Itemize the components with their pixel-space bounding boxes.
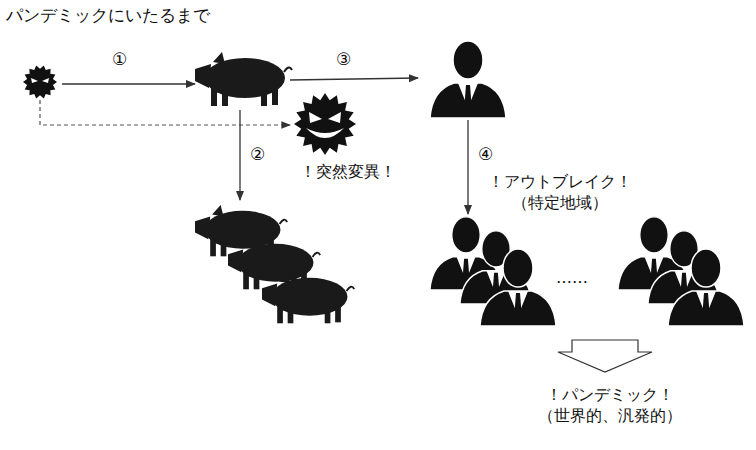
title: パンデミックにいたるまで [6,4,210,27]
pig-icon [262,272,354,323]
note: ！突然変異！ [300,162,396,183]
callout-number: ③ [336,48,351,70]
callout-number: ① [112,48,127,70]
callout-number: ④ [478,143,493,165]
note: ！パンデミック！ （世界的、汎発的） [525,385,695,427]
callout-number: ② [250,143,265,165]
crowd-icon [618,217,744,326]
person-icon [430,41,506,118]
dashed-arrow [40,100,290,125]
arrow [239,110,240,200]
hollow-arrow [558,340,652,372]
virus-icon [23,65,57,98]
arrow [290,78,418,80]
pig-icon [195,52,292,106]
arrow [62,83,195,84]
arrow [467,120,468,214]
mutant-virus-icon [294,93,356,155]
note: ！アウトブレイク！ （特定地域） [475,172,645,214]
note: …… [556,268,588,289]
crowd-icon [430,217,556,326]
